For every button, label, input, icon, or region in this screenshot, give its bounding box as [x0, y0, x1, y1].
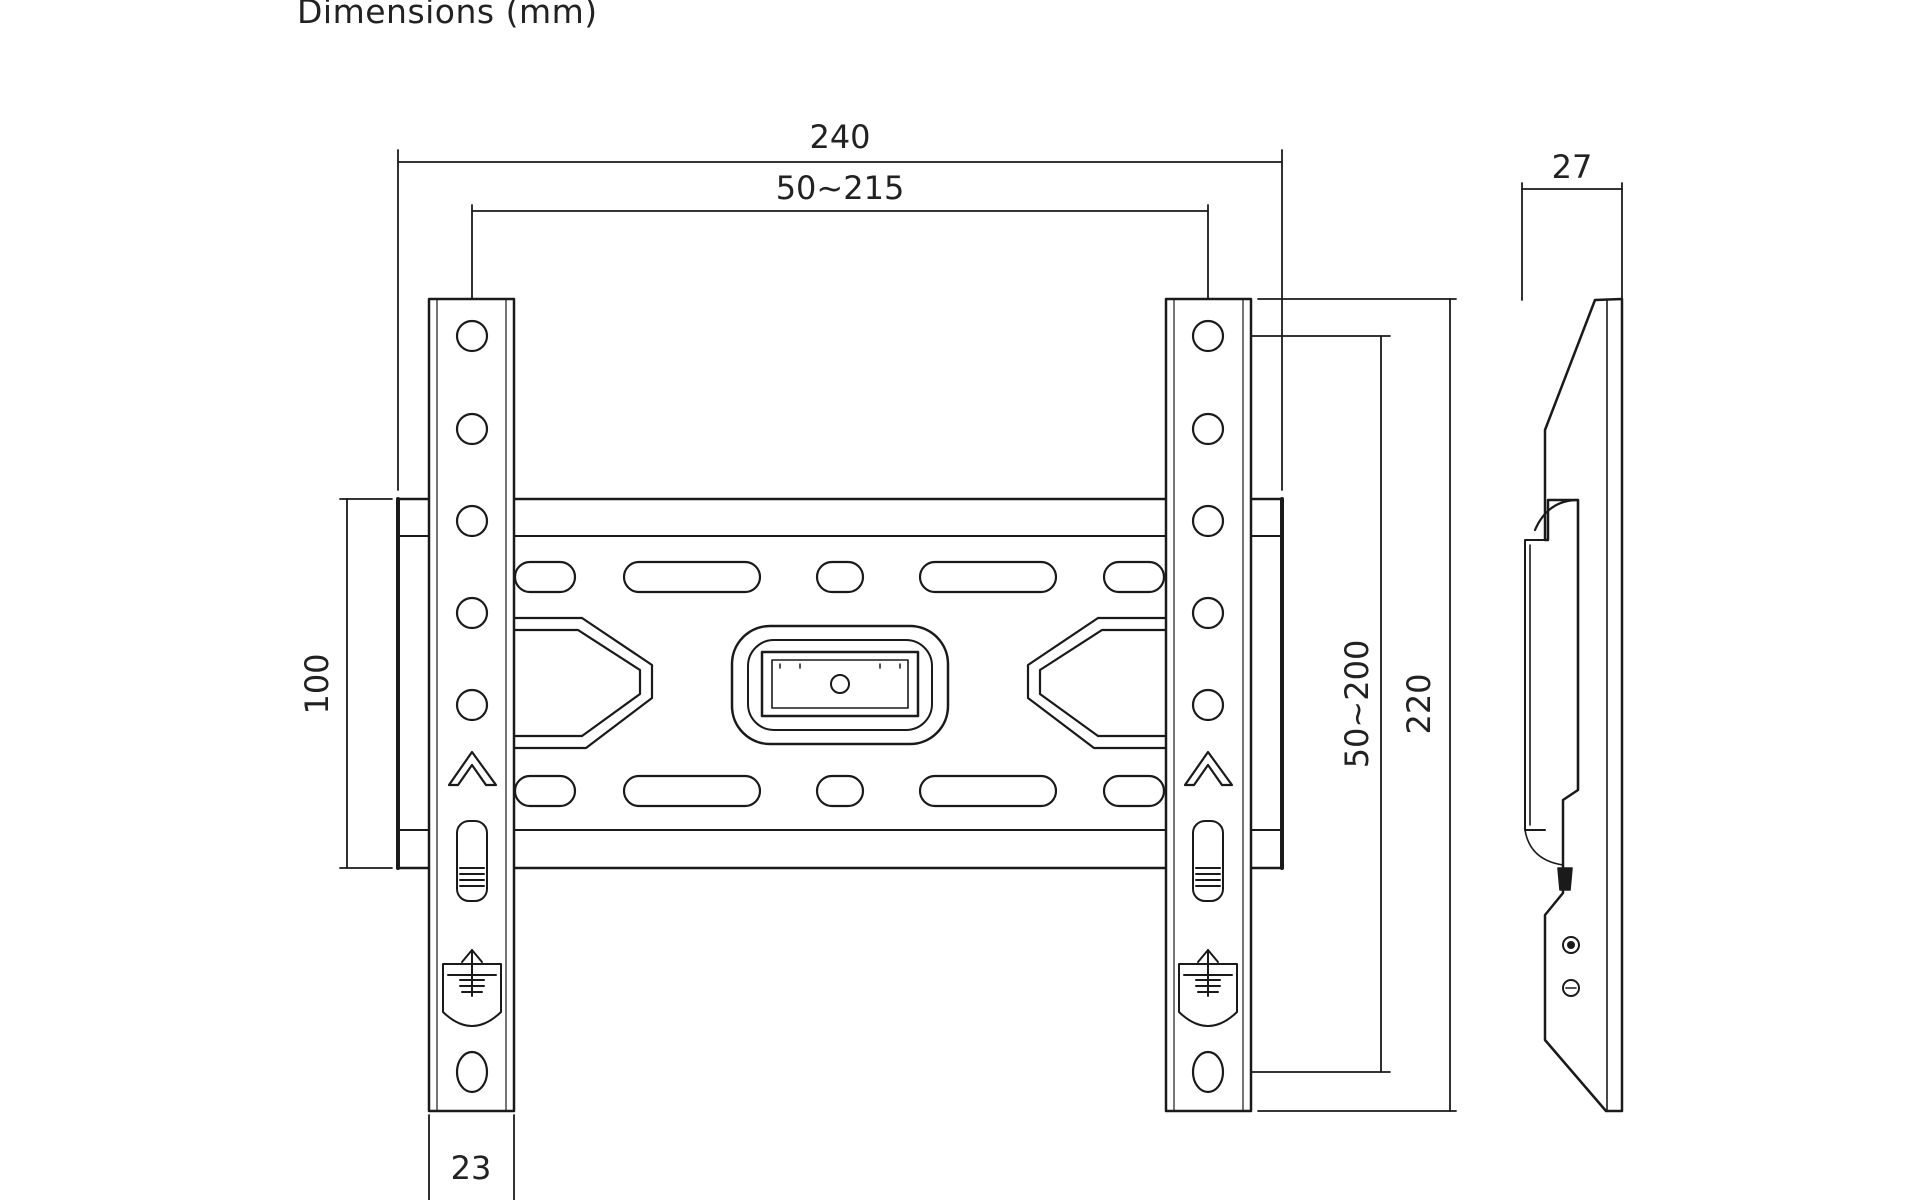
up-arrow-icon	[1183, 750, 1234, 787]
lower-slots	[513, 774, 1166, 808]
right-rail-holes	[1191, 319, 1225, 1094]
center-level-icon	[730, 624, 950, 746]
left-cutout	[512, 616, 654, 750]
upper-slots	[513, 560, 1166, 594]
dimension-lines	[339, 149, 1623, 1200]
right-rail	[1164, 297, 1253, 1113]
rail-width-label: 23	[451, 1149, 492, 1187]
page-title: Dimensions (mm)	[297, 0, 598, 31]
overall-height-label: 220	[1400, 673, 1438, 734]
overall-width-label: 240	[809, 118, 870, 156]
adjust-screw-icon	[1192, 820, 1224, 902]
left-rail-holes	[455, 319, 489, 1094]
up-arrow-icon	[447, 750, 498, 787]
plate-height-label: 100	[298, 653, 336, 714]
adjust-screw-icon	[456, 820, 488, 902]
left-rail	[427, 297, 516, 1113]
safety-lock-icon	[442, 949, 502, 1027]
depth-label: 27	[1552, 148, 1593, 186]
side-profile-view	[1524, 297, 1624, 1113]
dimension-labels: 240 50~215 27 23 100 50~200 220	[298, 118, 1592, 1187]
wall-plate	[396, 497, 1284, 870]
right-cutout	[1026, 616, 1168, 750]
vertical-spacing-label: 50~200	[1338, 640, 1376, 769]
horizontal-spacing-label: 50~215	[776, 169, 905, 207]
safety-lock-icon	[1178, 949, 1238, 1027]
